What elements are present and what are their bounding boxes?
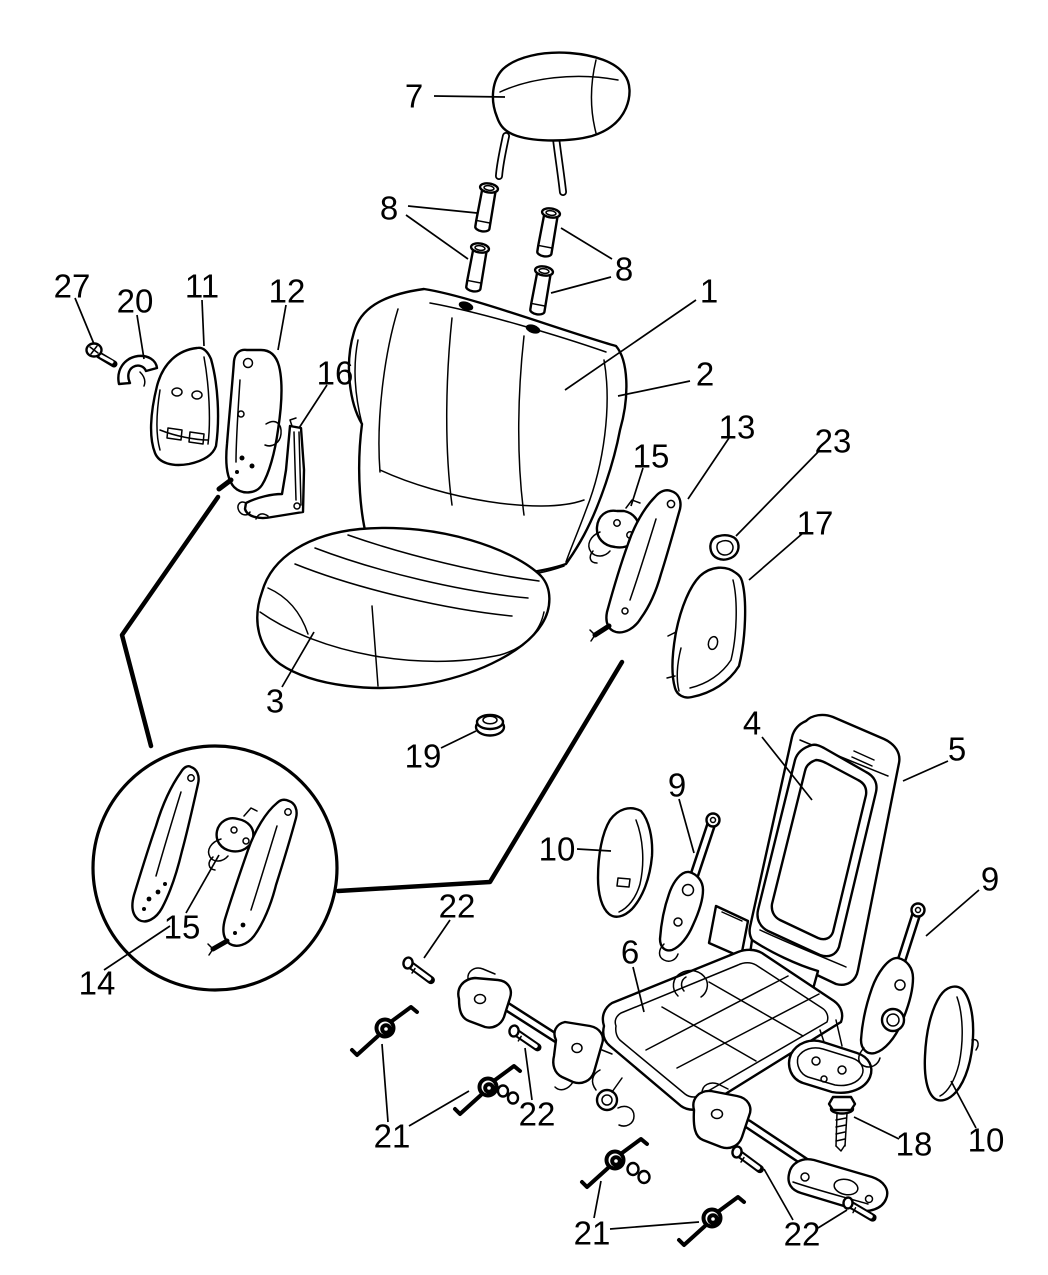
callout-18: 18 (896, 1126, 933, 1163)
seat-cushion (256, 526, 551, 690)
leader-line-10 (576, 848, 612, 852)
leader-line-22 (763, 1168, 794, 1221)
plug (474, 713, 506, 737)
callout-21: 21 (374, 1118, 411, 1155)
leader-line-8 (407, 205, 478, 214)
bushings (496, 1084, 651, 1185)
leader-line-21 (381, 1043, 389, 1123)
leader-line-27 (74, 297, 95, 345)
callout-27: 27 (54, 268, 91, 305)
leader-line-10 (950, 1080, 977, 1129)
leader-line-8 (405, 214, 469, 260)
callout-1: 1 (700, 273, 718, 310)
torsion-bar-lower (692, 1082, 889, 1213)
callout-6: 6 (621, 934, 639, 971)
screw-27 (85, 342, 118, 368)
callout-17: 17 (797, 505, 834, 542)
callout-9: 9 (981, 861, 999, 898)
callout-14: 14 (79, 965, 116, 1002)
leader-line-11 (201, 299, 205, 347)
headrest-sleeves (463, 180, 562, 317)
detail-circle-view (91, 744, 339, 992)
leader-line-15 (185, 854, 220, 914)
callout-19: 19 (405, 738, 442, 775)
leader-line-6 (632, 966, 645, 1013)
detail-pointer-lines (119, 494, 625, 894)
bezel-20 (117, 354, 159, 387)
callout-8: 8 (615, 251, 633, 288)
callout-22: 22 (439, 888, 476, 925)
leader-line-21 (609, 1221, 700, 1230)
clip-23 (709, 534, 740, 561)
leader-line-3 (281, 631, 315, 688)
detail-latch (207, 807, 258, 871)
release-lever-9-right (858, 902, 926, 1068)
callout-11: 11 (185, 268, 219, 305)
leader-line-22 (423, 919, 451, 959)
leader-line-18 (853, 1116, 900, 1140)
callout-23: 23 (815, 423, 852, 460)
shield-10-left (596, 807, 654, 918)
callout-9: 9 (668, 767, 686, 804)
callout-10: 10 (539, 831, 576, 868)
callout-5: 5 (948, 731, 966, 768)
recliner-lever-12 (216, 348, 283, 494)
seat-back (347, 287, 628, 579)
callout-21: 21 (574, 1215, 611, 1252)
leader-line-8 (550, 276, 612, 294)
leader-line-2 (617, 380, 691, 397)
leader-line-5 (902, 760, 949, 782)
leader-line-9 (678, 798, 695, 854)
leader-line-4 (761, 736, 813, 801)
leader-line-22 (817, 1209, 848, 1229)
bolt-18 (827, 1095, 857, 1152)
headrest (491, 51, 631, 196)
shield-11 (149, 346, 220, 467)
callout-12: 12 (269, 273, 306, 310)
callout-22: 22 (519, 1096, 556, 1133)
leader-line-15 (630, 467, 644, 507)
leader-line-21 (593, 1180, 602, 1219)
bracket-16 (237, 417, 306, 520)
fold-panel (707, 713, 901, 991)
leader-line-1 (564, 299, 697, 391)
recliner-lever-13 (589, 489, 682, 642)
callout-2: 2 (696, 356, 714, 393)
callout-16: 16 (317, 355, 354, 392)
callout-13: 13 (719, 409, 756, 446)
leader-line-12 (277, 304, 287, 351)
foot-bracket (787, 1019, 873, 1094)
torsion-bar-upper (457, 967, 613, 1091)
shield-17 (666, 566, 747, 699)
seat-frame (591, 948, 844, 1127)
leader-line-16 (298, 384, 328, 429)
callout-20: 20 (117, 283, 154, 320)
callout-15: 15 (164, 909, 201, 946)
callout-10: 10 (968, 1122, 1005, 1159)
leader-line-21 (408, 1090, 470, 1127)
leader-line-8 (560, 227, 613, 260)
leader-line-22 (524, 1047, 533, 1101)
shield-10-right (923, 985, 979, 1102)
leader-line-20 (136, 314, 145, 360)
callout-3: 3 (266, 683, 284, 720)
leader-line-9 (925, 889, 980, 937)
callout-4: 4 (743, 705, 761, 742)
detail-recliner-left (131, 765, 200, 923)
leader-line-23 (735, 449, 821, 537)
leader-line-14 (103, 925, 171, 971)
leader-line-13 (687, 437, 730, 500)
leader-line-17 (748, 532, 804, 581)
callout-8: 8 (380, 190, 398, 227)
callout-15: 15 (633, 438, 670, 475)
callout-22: 22 (784, 1216, 821, 1253)
leader-line-19 (440, 730, 477, 749)
detail-recliner-right (207, 798, 298, 956)
release-lever-9-left (658, 812, 721, 962)
callout-7: 7 (405, 78, 423, 115)
leader-line-7 (433, 95, 506, 98)
